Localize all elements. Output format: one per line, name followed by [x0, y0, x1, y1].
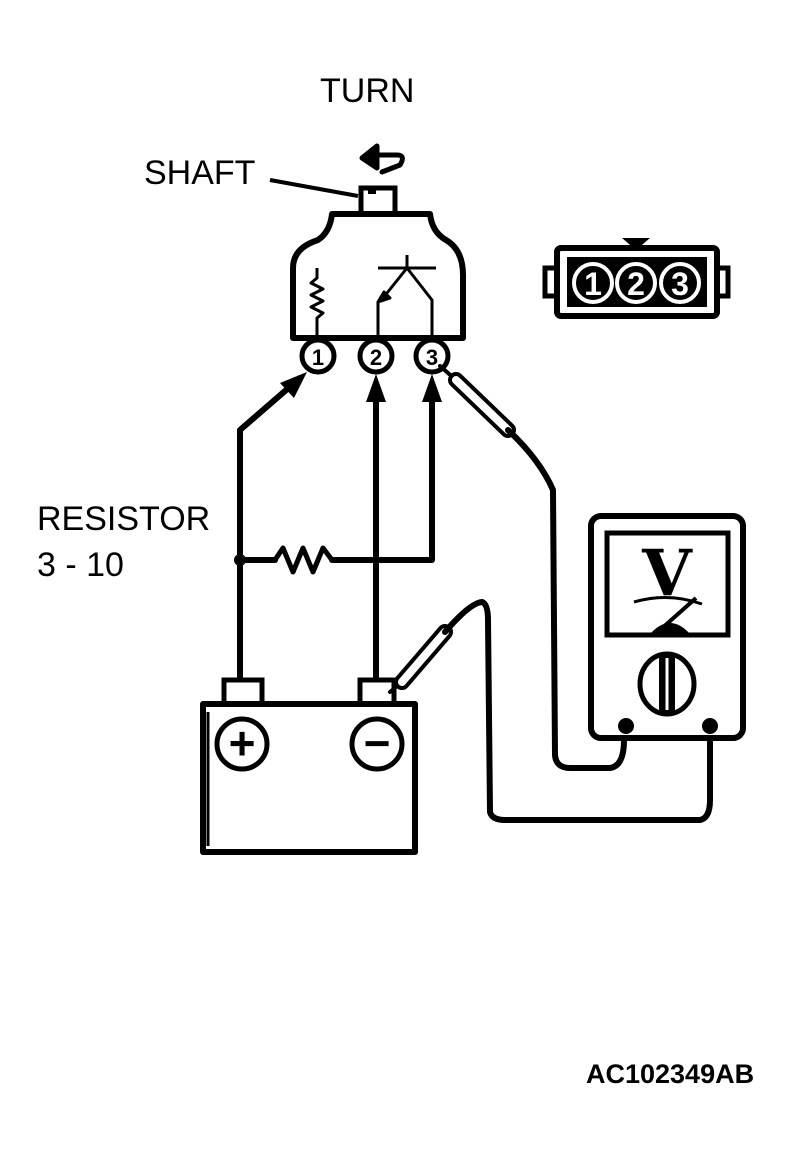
battery: + −: [200, 677, 418, 855]
connector-pin-3-label: 3: [671, 266, 689, 302]
voltmeter: V: [588, 513, 746, 741]
sensor-terminal-1: 1: [299, 337, 337, 375]
voltmeter-jack-right: [702, 718, 718, 734]
connector-pin-2-label: 2: [627, 266, 645, 302]
battery-positive-symbol: +: [229, 717, 256, 769]
connector-pin-2: 2: [615, 262, 657, 304]
battery-negative-terminal: −: [349, 716, 405, 772]
wire-resistor-to-terminal-3: [329, 389, 435, 563]
battery-negative-symbol: −: [364, 717, 391, 769]
voltmeter-probe-negative: [388, 599, 713, 823]
voltmeter-display: [604, 530, 731, 638]
shaft-label: SHAFT: [144, 154, 256, 192]
shaft-leader-line: [269, 178, 359, 198]
voltmeter-scale-arc: [633, 595, 703, 606]
arrow-to-terminal-3-icon: [422, 374, 442, 402]
wire-junction: [234, 554, 246, 566]
voltmeter-jack-left: [618, 718, 634, 734]
turn-label: TURN: [320, 72, 415, 110]
connector-pin-diagram: 1 2 3: [542, 238, 731, 319]
sensor-body: [290, 211, 466, 341]
internal-resistor-icon: [309, 268, 325, 338]
battery-positive-terminal: +: [214, 716, 270, 772]
connector-pin-3: 3: [659, 262, 701, 304]
figure-code: AC102349AB: [586, 1059, 755, 1089]
connector-pin-1: 1: [572, 262, 614, 304]
battery-negative-post: [357, 677, 397, 707]
sensor-terminal-1-label: 1: [312, 345, 324, 370]
arrow-to-terminal-2-icon: [366, 374, 386, 402]
sensor-terminal-3: 3: [413, 337, 451, 375]
sensor-terminal-2: 2: [357, 337, 395, 375]
sensor-terminal-2-label: 2: [370, 345, 382, 370]
voltmeter-range-knob-icon: [637, 651, 697, 717]
battery-positive-post: [221, 677, 265, 707]
resistor-label: RESISTOR: [37, 500, 211, 538]
internal-wiper-icon: [376, 255, 436, 338]
wire-battery-positive-to-terminal-1: [237, 375, 303, 685]
external-resistor-icon: [272, 545, 334, 575]
turn-arrow-icon: [359, 143, 405, 175]
resistor-value-label: 3 - 10: [37, 546, 124, 584]
sensor-terminal-3-label: 3: [426, 345, 438, 370]
connector-pin-1-label: 1: [584, 266, 602, 302]
connector-key-icon: [622, 238, 650, 250]
voltmeter-probe-positive: [438, 364, 629, 771]
arrow-to-terminal-1-icon: [280, 372, 307, 398]
